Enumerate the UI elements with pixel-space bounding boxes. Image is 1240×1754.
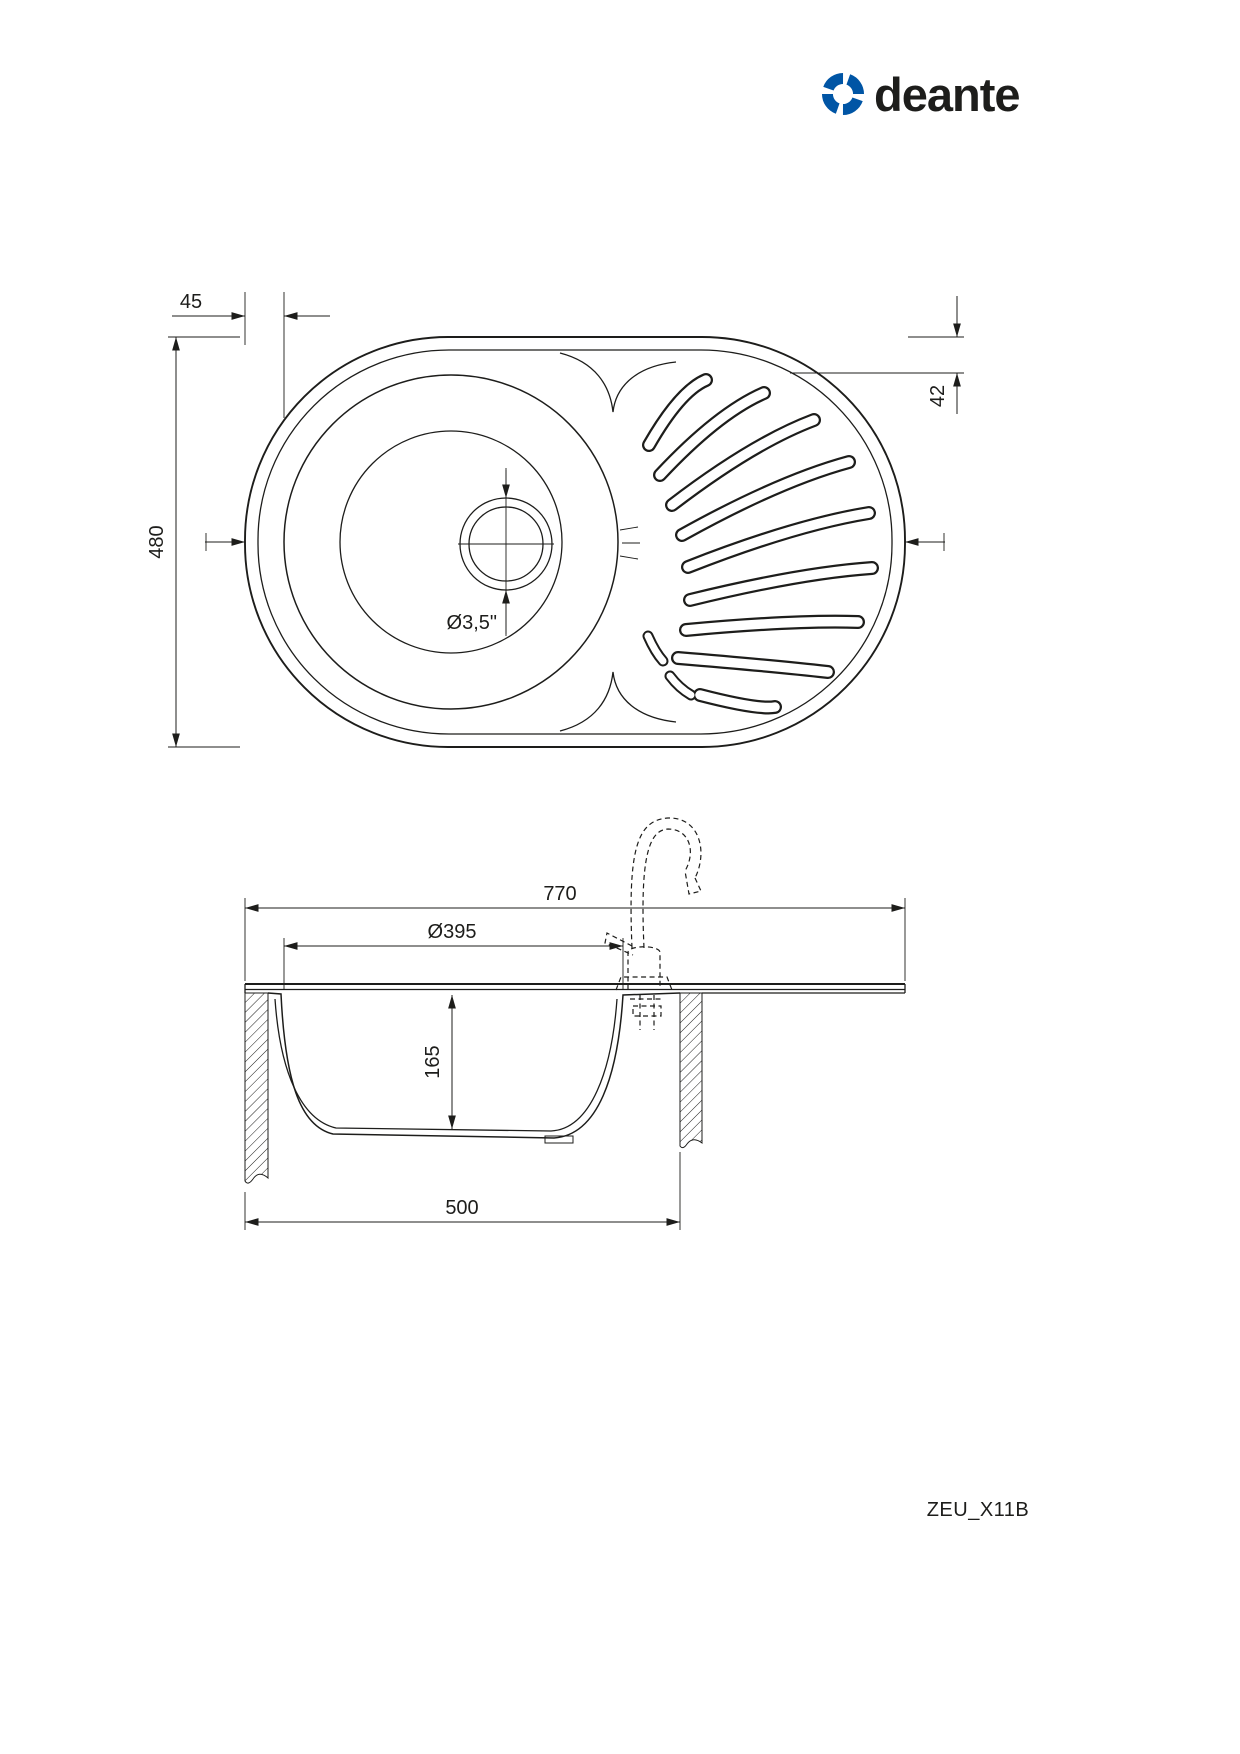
bowl-section-inner <box>274 998 618 1132</box>
drawing-root: 45 480 42 <box>146 291 964 1230</box>
model-code: ZEU_X11B <box>927 1499 1030 1521</box>
dim-bowl-depth: 165 <box>422 994 456 1130</box>
top-view: 45 480 42 <box>146 291 964 748</box>
divider-notch-top <box>559 352 677 413</box>
brand-wordmark: deante <box>874 68 1020 121</box>
dim-overall-width: 770 <box>244 883 906 981</box>
brand-logo: deante <box>821 68 1021 121</box>
side-view: 770 Ø395 165 500 <box>244 817 906 1230</box>
overflow-marks <box>619 526 640 560</box>
sink-inner-contour <box>257 349 893 735</box>
width-reference-arrows <box>205 533 945 551</box>
dim-bowl-diameter-label: Ø395 <box>428 921 477 943</box>
dim-cutout-width-label: 500 <box>445 1197 478 1219</box>
sink-outer-contour <box>244 336 906 748</box>
divider-notch-bottom <box>559 671 677 732</box>
dim-bowl-diameter: Ø395 <box>283 921 624 990</box>
dim-edge-offset: 45 <box>172 291 330 418</box>
dim-drain-diameter: Ø3,5" <box>447 468 554 636</box>
dim-overall-height-label: 480 <box>146 525 168 558</box>
dim-cutout-width: 500 <box>244 1152 681 1230</box>
deante-logo-icon <box>821 72 865 116</box>
dim-bowl-depth-label: 165 <box>422 1045 444 1078</box>
drain-fitting <box>544 1135 574 1144</box>
counter-section-right <box>679 992 703 1149</box>
dim-edge-offset-label: 45 <box>180 291 202 313</box>
bowl-section-outer <box>267 992 681 1139</box>
bowl-floor-circle <box>339 430 563 654</box>
dim-overall-width-label: 770 <box>543 883 576 905</box>
rim-and-counter <box>244 983 906 994</box>
counter-section-left <box>244 992 269 1184</box>
dim-drainer-offset: 42 <box>790 296 964 414</box>
dim-drain-diameter-label: Ø3,5" <box>447 612 497 634</box>
bowl-rim-circle <box>283 374 619 710</box>
drainer-ribs <box>648 380 872 708</box>
dim-drainer-offset-label: 42 <box>927 385 949 407</box>
dim-overall-height: 480 <box>146 336 240 748</box>
